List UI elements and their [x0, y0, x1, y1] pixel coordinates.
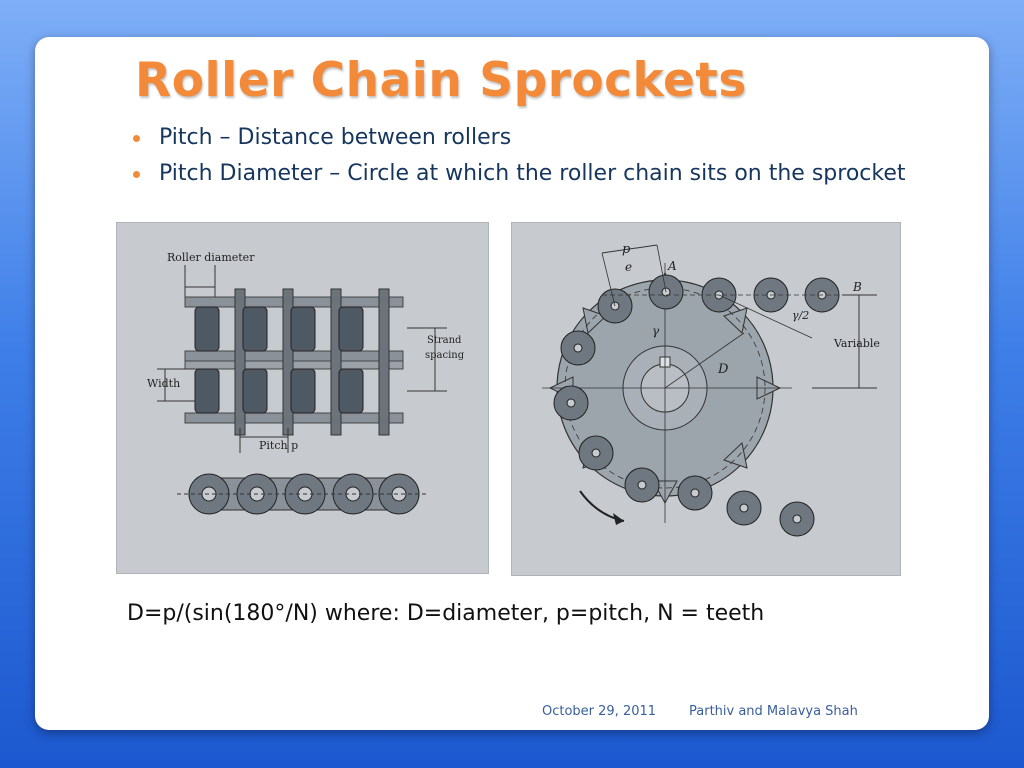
- e-label: e: [625, 260, 632, 274]
- sprocket-body: [542, 263, 792, 523]
- diameter-d-label: D: [717, 362, 729, 377]
- point-a-label: A: [667, 259, 677, 273]
- bullet-item-pitch: Pitch – Distance between rollers: [127, 123, 927, 153]
- spacing-label: spacing: [425, 350, 465, 361]
- roller-chain-figure: Roller diameter: [116, 222, 489, 574]
- pitch-label: Pitch p: [259, 439, 298, 452]
- slide-title: Roller Chain Sprockets: [135, 53, 747, 108]
- gamma-half-label: γ/2: [792, 309, 809, 322]
- bullet-text: Pitch Diameter – Circle at which the rol…: [159, 161, 906, 186]
- sprocket-figure: p e A B γ γ/2 Variable D: [511, 222, 901, 576]
- width-label: Width: [147, 377, 180, 390]
- pitch-p-label: p: [622, 242, 631, 257]
- footer-date: October 29, 2011: [542, 704, 657, 719]
- bullet-dot-icon: [133, 135, 140, 142]
- bullet-dot-icon: [133, 171, 140, 178]
- roller-diameter-label: Roller diameter: [167, 251, 255, 264]
- bullet-text: Pitch – Distance between rollers: [159, 125, 512, 150]
- strand-label: Strand: [427, 335, 462, 346]
- point-b-label: B: [852, 280, 862, 294]
- sprocket-drawing: p e A B γ γ/2 Variable D: [542, 242, 880, 537]
- bullet-item-pitch-diameter: Pitch Diameter – Circle at which the rol…: [127, 159, 927, 189]
- gamma-label: γ: [652, 324, 660, 338]
- variable-label: Variable: [833, 337, 880, 350]
- pitch-diameter-formula: D=p/(sin(180°/N) where: D=diameter, p=pi…: [127, 601, 765, 626]
- chain-side-view: [177, 473, 427, 515]
- footer-authors: Parthiv and Malavya Shah: [689, 704, 858, 719]
- bullet-list: Pitch – Distance between rollers Pitch D…: [127, 123, 927, 195]
- roller-chain-drawing: Roller diameter: [147, 251, 465, 515]
- slide-card: Roller Chain Sprockets Pitch – Distance …: [35, 37, 989, 730]
